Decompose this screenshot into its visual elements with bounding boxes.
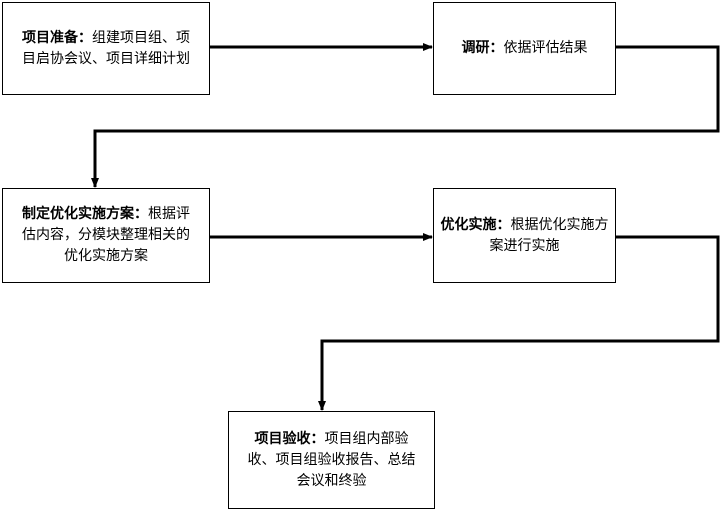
step-text-line: 案进行实施	[489, 237, 560, 254]
step-research-text: 调研：依据评估结果	[461, 40, 588, 56]
step-implementation-plan-text: 制定优化实施方案：根据评 估内容，分模块整理相关的 优化实施方案	[22, 206, 190, 264]
step-optimization-text: 优化实施：根据优化实施方 案进行实施	[440, 216, 609, 254]
step-project-preparation: 项目准备：组建项目组、项 目启协会议、项目详细计划	[2, 2, 210, 95]
step-text-line: 估内容，分模块整理相关的	[22, 227, 190, 243]
arrow-research-to-plan	[91, 45, 720, 188]
step-title: 制定优化实施方案	[22, 206, 134, 222]
step-text-line: 项目组内部验	[324, 430, 409, 447]
step-text-line: 根据评	[148, 206, 190, 222]
step-text-line: 目启协会议、项目详细计划	[22, 50, 190, 67]
step-title: 项目准备	[22, 29, 78, 46]
step-project-acceptance-text: 项目验收：项目组内部验 收、项目组验收报告、总结 会议和终验	[247, 430, 416, 489]
arrow-implement-to-accept	[318, 235, 720, 411]
step-text-line: 会议和终验	[296, 472, 367, 489]
step-project-preparation-text: 项目准备：组建项目组、项 目启协会议、项目详细计划	[22, 29, 190, 67]
step-title: 优化实施	[440, 216, 497, 233]
step-text-line: 根据优化实施方	[510, 216, 609, 233]
step-title: 调研	[461, 40, 490, 56]
step-optimization: 优化实施：根据优化实施方 案进行实施	[433, 188, 616, 283]
step-text-line: 依据评估结果	[503, 40, 588, 56]
step-text-line: 收、项目组验收报告、总结	[247, 451, 416, 468]
step-text-line: 优化实施方案	[64, 248, 148, 264]
step-title: 项目验收	[254, 430, 311, 447]
step-research: 调研：依据评估结果	[433, 2, 616, 95]
step-implementation-plan: 制定优化实施方案：根据评 估内容，分模块整理相关的 优化实施方案	[2, 188, 210, 283]
step-text-line: 组建项目组、项	[92, 29, 190, 46]
step-project-acceptance: 项目验收：项目组内部验 收、项目组验收报告、总结 会议和终验	[228, 411, 435, 509]
